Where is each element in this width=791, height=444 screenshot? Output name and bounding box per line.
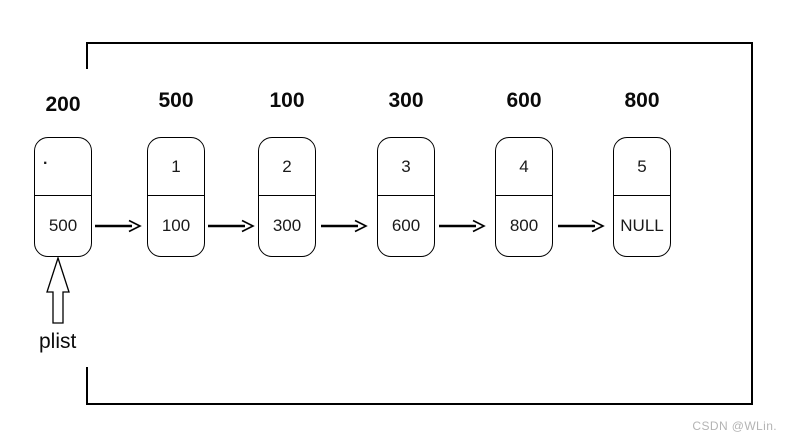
node-data-cell: . xyxy=(35,138,91,196)
node-next-value: 300 xyxy=(272,215,302,235)
outer-frame-border xyxy=(86,42,753,405)
arrow-right-icon xyxy=(321,219,368,233)
outer-frame-left-top-segment xyxy=(86,42,88,69)
arrow-right-icon xyxy=(558,219,605,233)
node-data-value: 4 xyxy=(519,156,529,176)
node-next-cell: 500 xyxy=(35,196,91,255)
node-data-value: 5 xyxy=(637,156,647,176)
node-address-label: 800 xyxy=(624,89,660,112)
node-data-value: 1 xyxy=(171,156,181,176)
node-next-cell: 300 xyxy=(259,196,315,255)
list-node: 5 NULL xyxy=(613,137,671,257)
node-next-value: NULL xyxy=(620,215,664,235)
list-node: 1 100 xyxy=(147,137,205,257)
node-data-cell: 2 xyxy=(259,138,315,196)
node-data-cell: 4 xyxy=(496,138,552,196)
node-data-value: . xyxy=(43,150,48,168)
node-next-value: 600 xyxy=(391,215,421,235)
node-address-label: 600 xyxy=(506,89,542,112)
arrow-right-icon xyxy=(439,219,486,233)
node-next-value: 800 xyxy=(509,215,539,235)
node-next-cell: 800 xyxy=(496,196,552,255)
node-address-label: 500 xyxy=(158,89,194,112)
node-address-label: 200 xyxy=(45,93,81,116)
outer-frame-left-bottom-segment xyxy=(86,367,88,405)
watermark: CSDN @WLin. xyxy=(692,419,777,433)
arrow-right-icon xyxy=(208,219,255,233)
node-address-label: 300 xyxy=(388,89,424,112)
node-data-cell: 1 xyxy=(148,138,204,196)
node-data-value: 3 xyxy=(401,156,411,176)
node-next-value: 100 xyxy=(161,215,191,235)
arrow-right-icon xyxy=(95,219,142,233)
node-next-cell: 100 xyxy=(148,196,204,255)
list-node: 3 600 xyxy=(377,137,435,257)
node-data-cell: 5 xyxy=(614,138,670,196)
list-node: 4 800 xyxy=(495,137,553,257)
node-next-cell: 600 xyxy=(378,196,434,255)
node-next-value: 500 xyxy=(48,215,78,235)
node-next-cell: NULL xyxy=(614,196,670,255)
plist-pointer-label: plist xyxy=(39,330,77,353)
node-address-label: 100 xyxy=(269,89,305,112)
node-data-cell: 3 xyxy=(378,138,434,196)
arrow-up-icon xyxy=(46,256,70,324)
list-node: 2 300 xyxy=(258,137,316,257)
list-node: . 500 xyxy=(34,137,92,257)
node-data-value: 2 xyxy=(282,156,292,176)
